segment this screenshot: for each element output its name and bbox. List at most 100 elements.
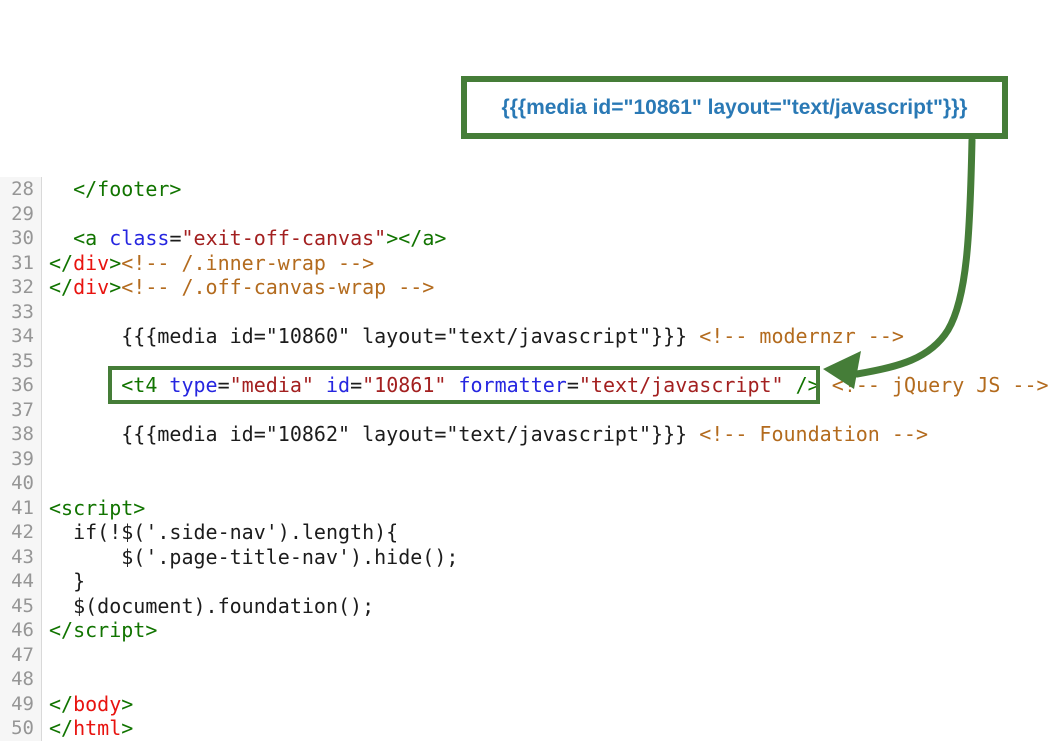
code-token-eq: = [217,373,230,397]
code-row: 31</div><!-- /.inner-wrap --> [0,250,1056,276]
code-row: 45 $(document).foundation(); [0,593,1056,619]
code-token-comment: <!-- /.inner-wrap --> [121,250,375,275]
code-token-tag: </ [49,716,74,740]
code-token-comment: <!-- Foundation --> [699,422,928,446]
code-token-plain: {{{media id="10860" layout="text/javascr… [49,324,700,348]
code-token-eq: = [350,373,363,397]
line-number: 38 [0,422,42,447]
code-token-tag: </ [49,275,74,299]
code-line[interactable] [42,202,49,227]
code-token-tag: /> [795,373,820,397]
code-token-comment: <!-- modernzr --> [699,324,904,348]
code-line[interactable] [42,447,49,472]
code-row: 37 [0,397,1056,423]
code-token-tagname: html [73,716,122,740]
code-line[interactable] [42,471,49,496]
code-line[interactable] [42,667,49,692]
line-number: 30 [0,226,42,251]
line-number: 44 [0,569,42,594]
code-line[interactable] [42,398,49,423]
code-line[interactable]: $('.page-title-nav').hide(); [42,545,458,570]
code-token-plain: } [49,569,86,593]
code-row: 46 </script> [0,618,1056,643]
code-row: 44 } [0,569,1056,594]
code-line[interactable]: </footer> [42,177,181,202]
line-number: 48 [0,667,42,692]
code-line[interactable] [42,349,49,374]
code-line[interactable]: </script> [42,618,157,643]
code-token-tag: > [121,691,134,716]
line-number: 34 [0,324,42,349]
code-line[interactable]: </div><!-- /.inner-wrap --> [42,251,374,276]
code-token-tag: > [109,275,122,299]
code-row: 35 [0,348,1056,374]
code-token-tag: </footer> [73,177,182,201]
code-token-tag: </ [49,691,74,716]
code-line[interactable]: </html> [42,716,133,741]
code-token-plain [49,177,73,201]
line-number: 45 [0,593,42,618]
line-number: 46 [0,618,42,643]
code-token-comment: <!-- /.off-canvas-wrap --> [121,275,435,299]
code-line[interactable]: $(document).foundation(); [42,594,374,619]
code-line[interactable]: <a class="exit-off-canvas"></a> [42,226,446,251]
code-token-plain [820,373,832,397]
line-number: 39 [0,446,42,471]
code-token-tag: </ [49,250,74,275]
code-line[interactable]: <t4 type="media" id="10861" formatter="t… [42,373,1049,398]
code-token-attr: type [169,373,218,397]
code-row: 32</div><!-- /.off-canvas-wrap --> [0,275,1056,300]
code-token-plain: $(document).foundation(); [49,593,375,618]
code-token-string: "10861" [362,373,447,397]
line-number: 41 [0,495,42,520]
code-row: 33 [0,299,1056,325]
line-number: 29 [0,201,42,226]
code-token-attr: class [109,226,170,250]
code-row: 40 [0,471,1056,496]
code-token-tag: > [121,716,134,740]
code-token-plain [97,226,109,250]
line-number: 28 [0,177,42,202]
code-token-plain [49,226,73,250]
code-token-tag: <script> [49,495,146,520]
code-row: 28 </footer> [0,177,1056,202]
code-row: 29 [0,201,1056,227]
code-token-attr: formatter [458,373,567,397]
code-row: 34 {{{media id="10860" layout="text/java… [0,324,1056,349]
highlight-box-line-36 [108,366,820,404]
code-token-attr: id [325,373,351,397]
line-number: 35 [0,348,42,373]
line-number: 31 [0,250,42,275]
code-row: 41 <script> [0,495,1056,521]
line-number: 40 [0,471,42,496]
code-token-eq: = [169,226,182,250]
code-line[interactable]: } [42,569,85,594]
code-line[interactable]: </div><!-- /.off-canvas-wrap --> [42,275,434,300]
code-line[interactable]: <script> [42,496,145,521]
code-line[interactable]: {{{media id="10862" layout="text/javascr… [42,422,928,447]
code-line[interactable]: </body> [42,692,133,717]
line-number: 36 [0,373,42,398]
code-row: 30 <a class="exit-off-canvas"></a> [0,226,1056,251]
code-token-tagname: div [73,250,110,275]
code-line[interactable]: if(!$('.side-nav').length){ [42,520,398,545]
code-line[interactable]: {{{media id="10860" layout="text/javascr… [42,324,904,349]
code-token-string: "media" [229,373,314,397]
code-token-plain: {{{media id="10862" layout="text/javascr… [49,422,700,446]
code-line[interactable] [42,300,49,325]
code-line[interactable] [42,643,49,668]
code-token-tag: <a [73,226,98,250]
code-token-string: "text/javascript" [578,373,784,397]
code-token-comment: <!-- jQuery JS --> [831,373,1049,397]
code-row: 48 [0,667,1056,692]
code-token-tag: </script> [49,618,158,642]
code-token-eq: = [566,373,579,397]
line-number: 42 [0,520,42,545]
line-number: 37 [0,397,42,422]
line-number: 49 [0,691,42,716]
code-row: 42 if(!$('.side-nav').length){ [0,520,1056,545]
code-row: 49</body> [0,691,1056,717]
code-row: 39 [0,446,1056,472]
